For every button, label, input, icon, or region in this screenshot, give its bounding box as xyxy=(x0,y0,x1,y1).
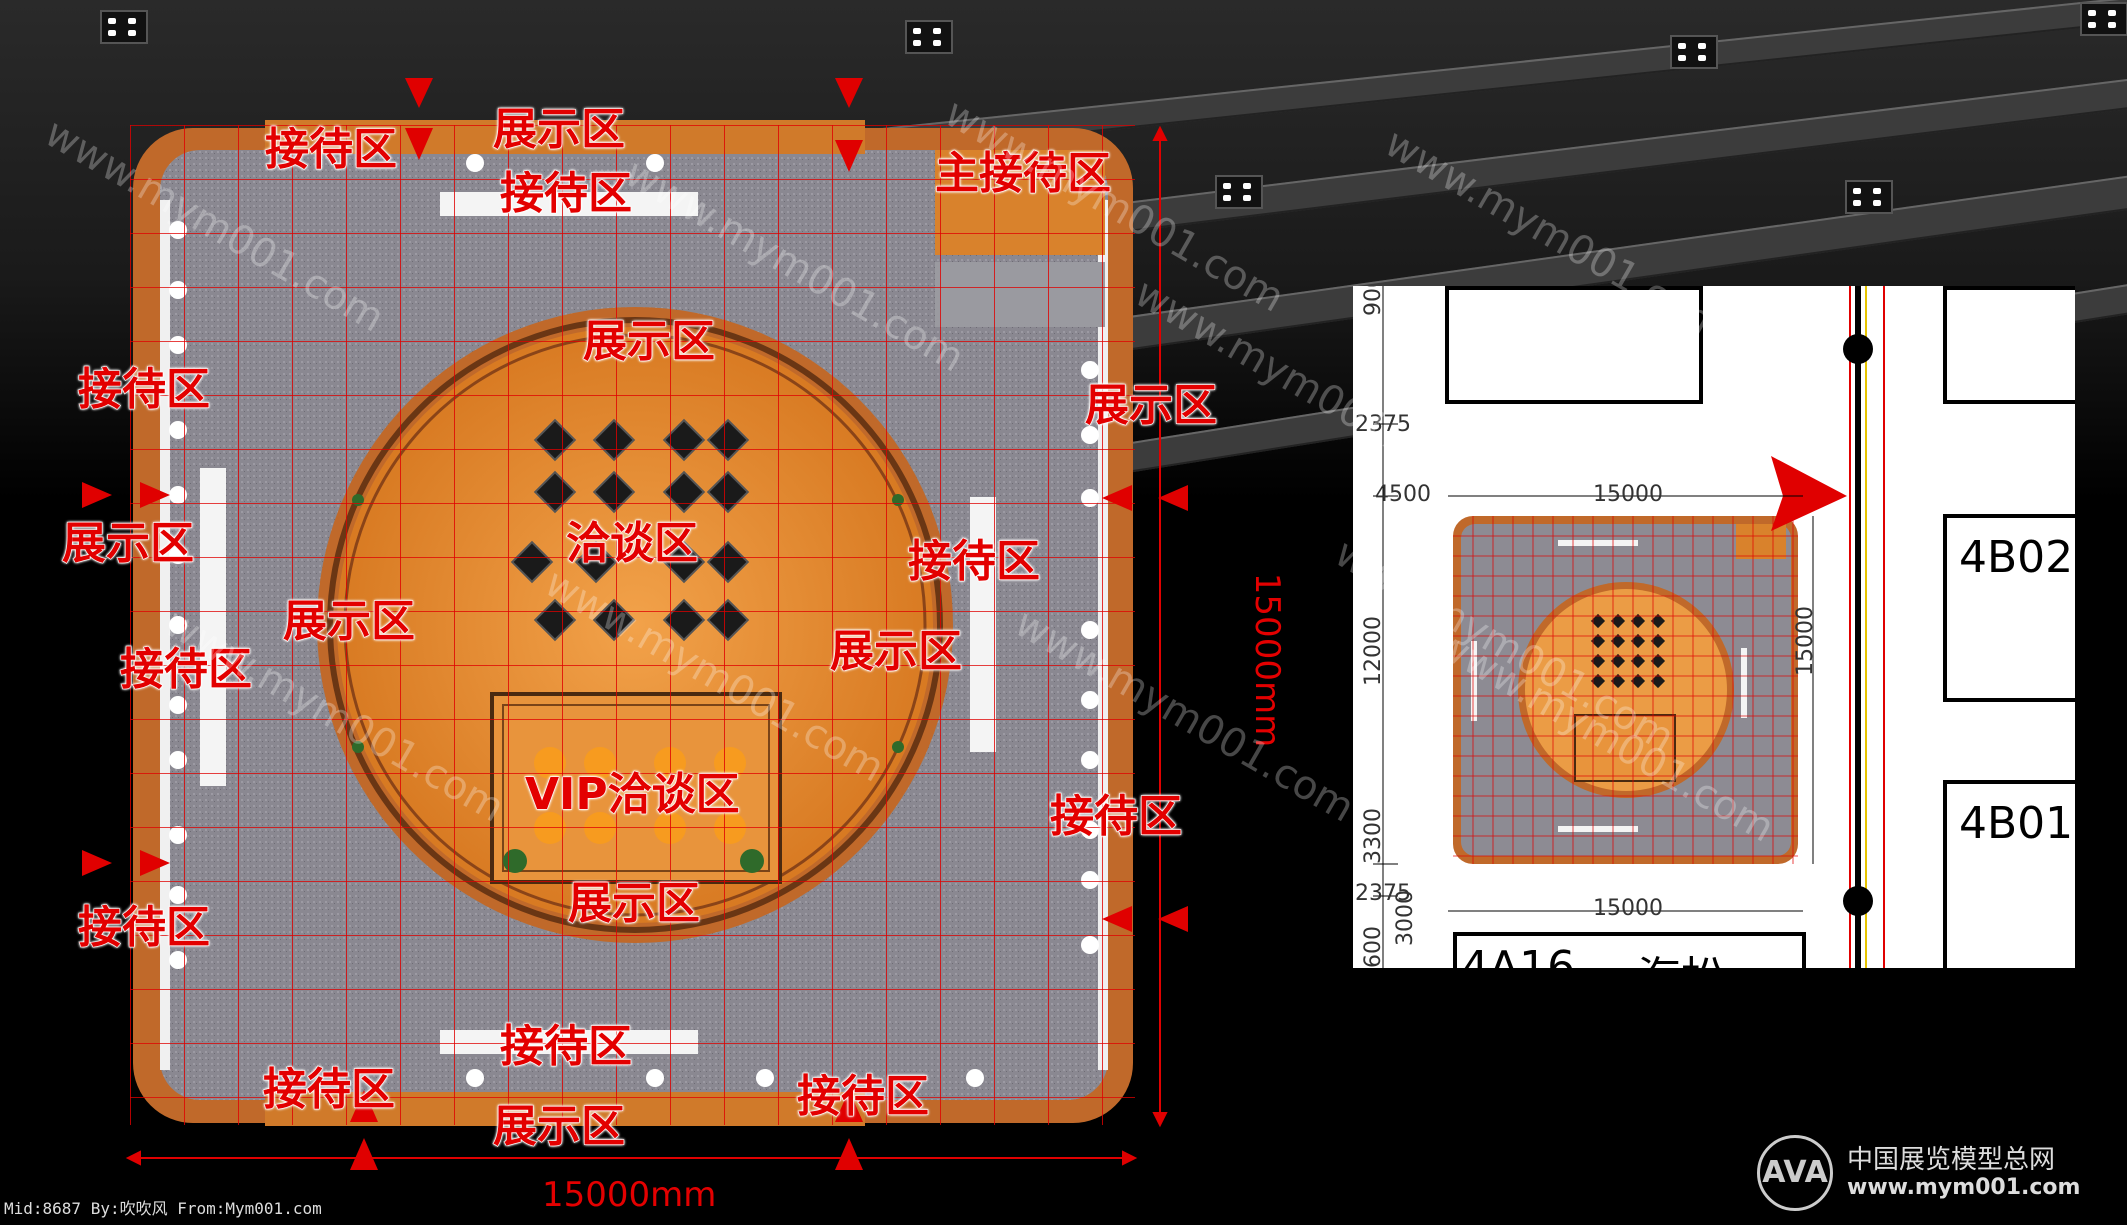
aisle-line xyxy=(1849,286,1851,968)
zone-label: 展示区 xyxy=(829,626,962,677)
zone-label: 接待区 xyxy=(499,1021,632,1072)
pillar xyxy=(1843,886,1873,916)
inset-dim-2375-bottom: 2375 xyxy=(1355,881,1411,906)
dimension-lines xyxy=(125,125,1168,1166)
booth-4b02: 4B02 xyxy=(1943,514,2075,702)
credit-line: Mid:8687 By:吹吹风 From:Mym001.com xyxy=(4,1199,322,1218)
pillar xyxy=(1843,334,1873,364)
inset-dim-3000: 3000 xyxy=(1393,890,1418,946)
logo-mark: AVA xyxy=(1757,1135,1833,1211)
zone-label: 展示区 xyxy=(582,316,715,367)
red-grid-overlay xyxy=(130,125,1135,1125)
inset-top-width: 15000 xyxy=(1593,482,1663,507)
zone-label: 接待区 xyxy=(262,1064,395,1115)
mini-booth-plan xyxy=(1373,286,1847,968)
zone-label: 接待区 xyxy=(907,536,1040,587)
zone-label: 展示区 xyxy=(492,104,625,155)
zone-label: 展示区 xyxy=(492,1101,625,1152)
inset-dim-600: 600 xyxy=(1361,926,1386,968)
neighbor-booth xyxy=(1943,286,2075,404)
ceiling-lamp xyxy=(1215,175,1263,209)
zone-label: 接待区 xyxy=(77,902,210,953)
logo-url: www.mym001.com xyxy=(1847,1175,2081,1200)
zone-label: 接待区 xyxy=(796,1071,929,1122)
ceiling-lamp xyxy=(1670,35,1718,69)
inset-dim-900: 900 xyxy=(1361,286,1386,316)
zone-label: 洽谈区 xyxy=(565,518,698,569)
aisle-line xyxy=(1865,286,1867,968)
inset-dim-12000: 12000 xyxy=(1361,616,1386,686)
ceiling-lamp xyxy=(1845,180,1893,214)
zone-label: VIP洽谈区 xyxy=(524,769,740,820)
zone-label: 展示区 xyxy=(282,596,415,647)
zone-label: 展示区 xyxy=(1084,380,1217,431)
zone-label: 接待区 xyxy=(77,364,210,415)
site-logo: AVA 中国展览模型总网 www.mym001.com xyxy=(1757,1135,2097,1211)
aisle-line xyxy=(1883,286,1885,968)
ceiling-lamp xyxy=(905,20,953,54)
inset-dim-4500: 4500 xyxy=(1375,482,1431,507)
booth-partial-name: 海松 xyxy=(1637,942,1725,968)
booth-code: 4B01 xyxy=(1959,798,2074,849)
zone-label: 展示区 xyxy=(567,878,700,929)
width-dimension-label: 15000mm xyxy=(542,1175,717,1215)
inset-location-plan: 15000 15000 15000 900 2375 4500 12000 33… xyxy=(1353,286,2075,968)
booth-4b01: 4B01 xyxy=(1943,780,2075,968)
zone-label: 接待区 xyxy=(1049,791,1182,842)
ceiling-lamp xyxy=(2080,2,2127,36)
zone-label: 主接待区 xyxy=(934,148,1111,199)
zone-label: 展示区 xyxy=(61,518,194,569)
booth-code: 4B02 xyxy=(1959,532,2074,583)
inset-dim-2375-top: 2375 xyxy=(1355,412,1411,437)
zone-label: 接待区 xyxy=(264,124,397,175)
aisle-line xyxy=(1855,286,1861,968)
neighbor-booth xyxy=(1445,286,1703,404)
booth-4a16: 4A16 海松 xyxy=(1453,932,1806,968)
inset-right-depth: 15000 xyxy=(1793,606,1818,676)
zone-label: 接待区 xyxy=(119,644,252,695)
depth-dimension-label: 15000mm xyxy=(1247,572,1288,748)
inset-dim-3300: 3300 xyxy=(1361,808,1386,864)
inset-bottom-width: 15000 xyxy=(1593,896,1663,921)
ceiling-lamp xyxy=(100,10,148,44)
entrance-arrows xyxy=(82,78,1188,1170)
booth-code: 4A16 xyxy=(1461,942,1576,968)
zone-label: 接待区 xyxy=(499,168,632,219)
logo-title: 中国展览模型总网 xyxy=(1847,1145,2056,1175)
